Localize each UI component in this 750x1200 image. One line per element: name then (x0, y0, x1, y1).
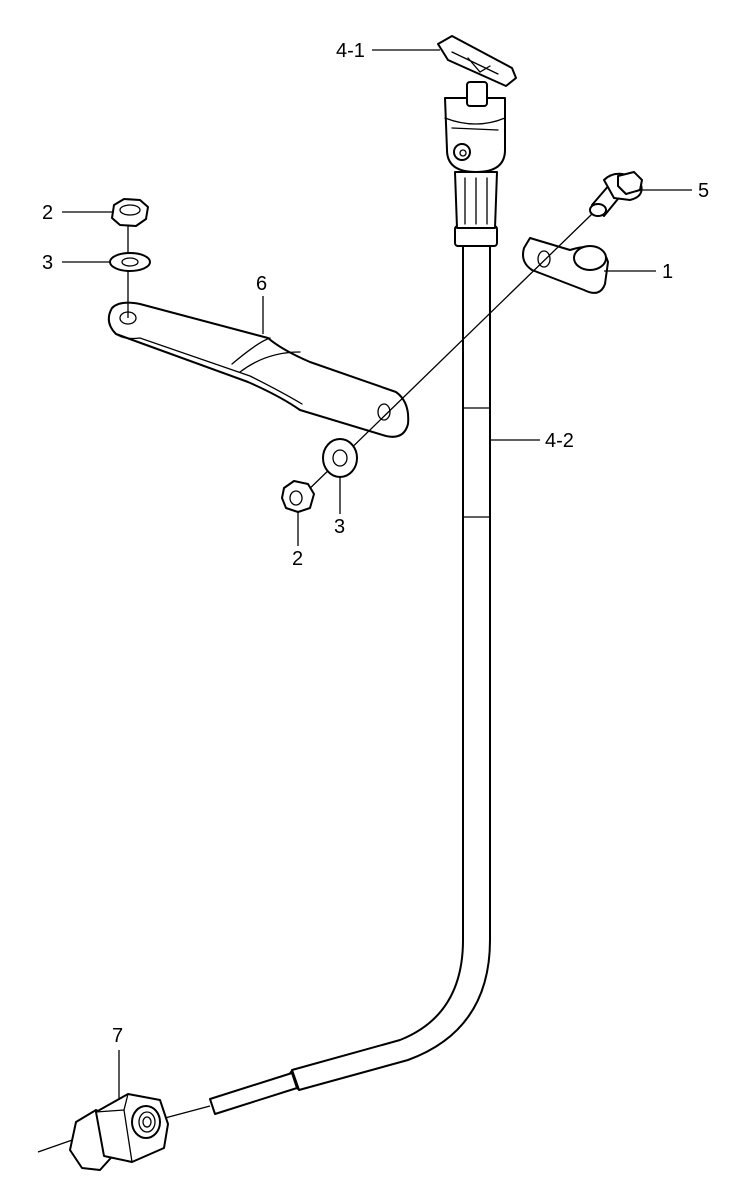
bracket-bend (231, 337, 301, 373)
housing-slot (451, 127, 499, 131)
label-2-upper: 2 (42, 202, 53, 224)
knob-stem (466, 81, 488, 107)
knob-t-handle (437, 35, 517, 87)
upper-fasteners (109, 198, 151, 318)
fitting-thread (138, 1111, 156, 1133)
nut-lower-hole (289, 490, 303, 506)
clip-loop (573, 245, 607, 271)
washer-upper-hole (121, 257, 139, 267)
label-4-2: 4-2 (545, 430, 574, 452)
fitting-bore (131, 1105, 161, 1139)
washer-lower (322, 438, 358, 478)
clip-hole (537, 250, 551, 268)
cable-outer-sheath (291, 242, 491, 1091)
label-5: 5 (698, 180, 709, 202)
fitting-7 (69, 1093, 169, 1171)
knob-pull-symbol (467, 57, 491, 73)
bolt-head (617, 171, 643, 195)
bolt-5 (589, 171, 643, 217)
label-3-lower: 3 (334, 516, 345, 538)
knob-t-handle-face (451, 51, 499, 75)
label-1: 1 (662, 261, 673, 283)
nut-upper-top (119, 204, 141, 216)
bracket-ridge (115, 333, 303, 405)
bracket-hole-right (377, 403, 391, 421)
label-6: 6 (256, 273, 267, 295)
label-7: 7 (112, 1025, 123, 1047)
leader-lines (62, 49, 692, 1100)
inner-wire (209, 1072, 298, 1115)
part-labels: 4-1 5 1 2 3 6 4-2 3 2 7 (42, 40, 709, 1047)
fitting-thread-inner (142, 1116, 152, 1128)
nut-lower (281, 480, 315, 513)
clip-1 (522, 237, 609, 294)
housing-pin-hole (459, 149, 467, 157)
bracket-6 (107, 301, 410, 438)
cable-assembly (37, 242, 491, 1153)
lower-fasteners (281, 213, 593, 513)
label-2-lower: 2 (292, 548, 303, 570)
housing-pin (453, 143, 471, 161)
label-3-upper: 3 (42, 252, 53, 274)
label-4-1: 4-1 (336, 40, 365, 62)
washer-lower-hole (332, 449, 348, 467)
knob-housing (444, 97, 506, 173)
bolt-tip (589, 203, 607, 217)
bracket-body (107, 301, 410, 438)
nut-upper (111, 198, 149, 227)
housing-ring (444, 117, 506, 125)
washer-upper (109, 252, 151, 272)
fitting-hex-edge (95, 1093, 133, 1163)
knob-assembly (437, 35, 517, 247)
